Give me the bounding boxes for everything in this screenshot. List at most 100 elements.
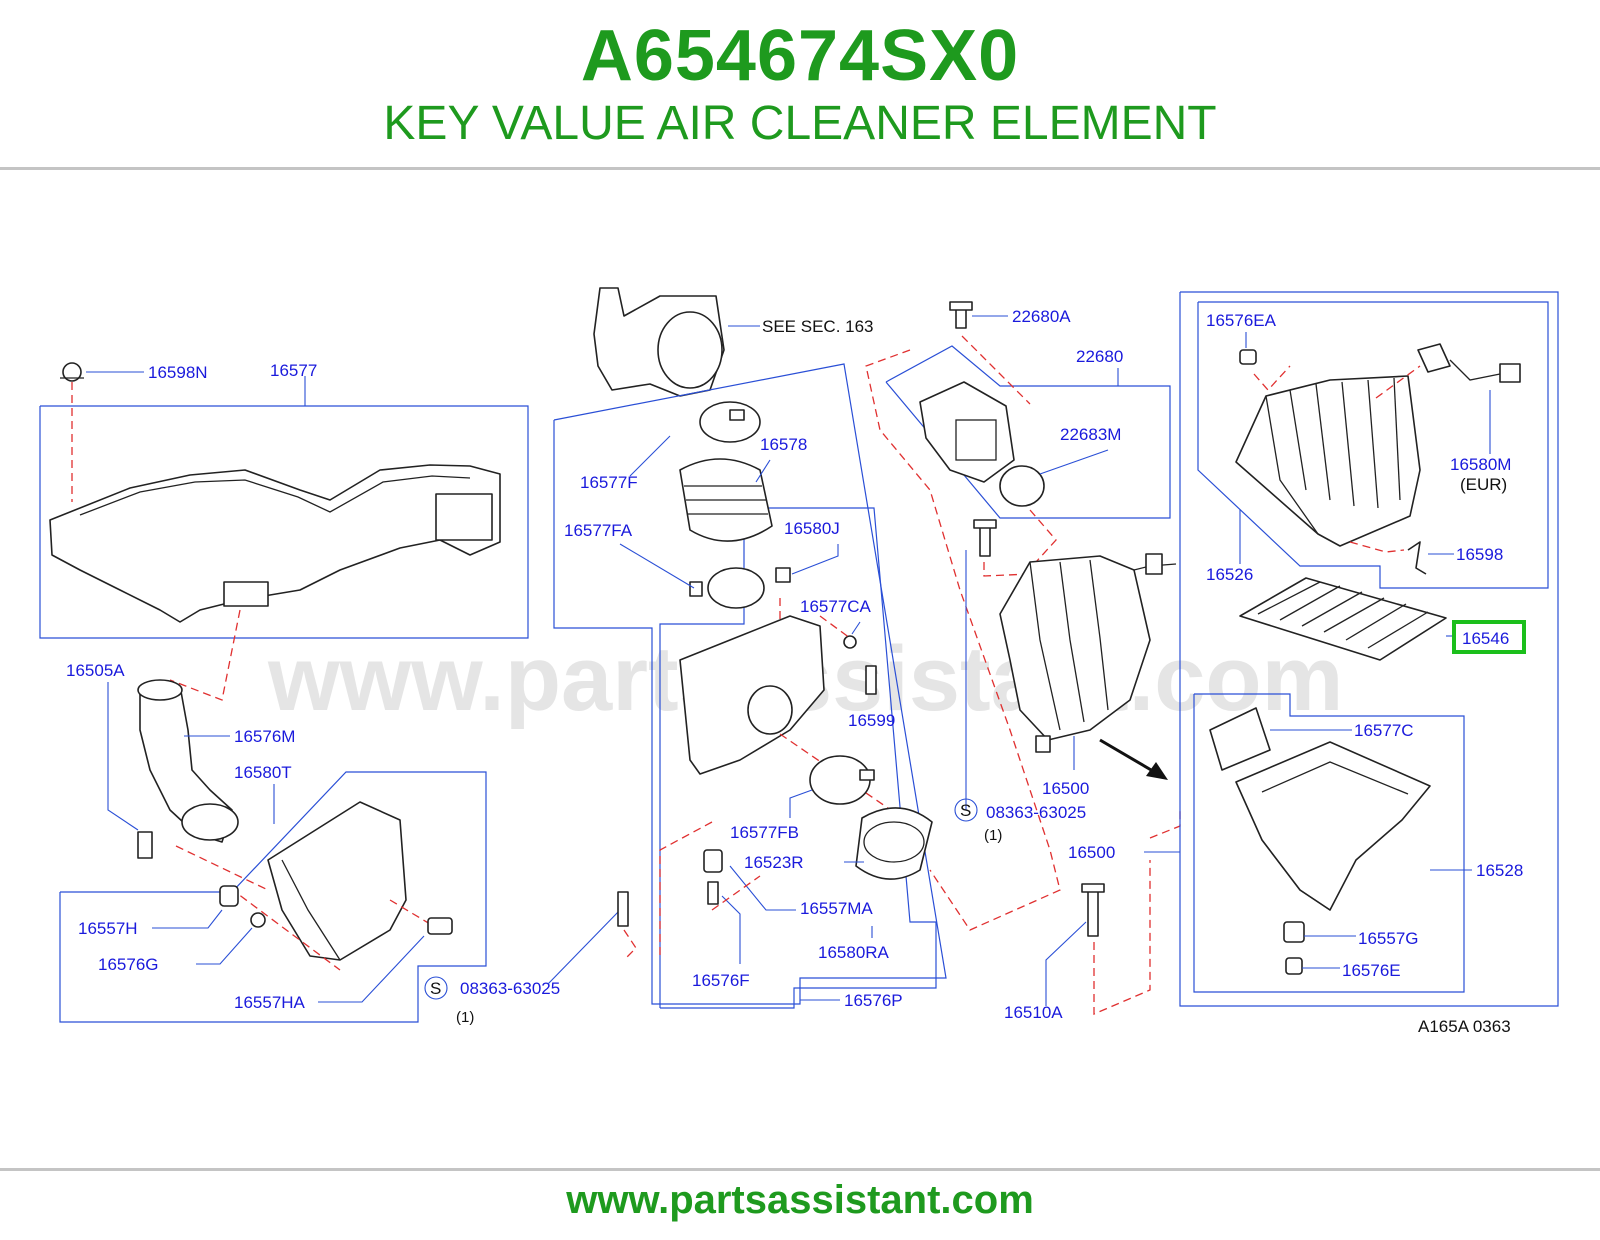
cleaner-rib-5 <box>1393 377 1401 501</box>
filter-pleat-5 <box>1345 603 1407 641</box>
part-title: KEY VALUE AIR CLEANER ELEMENT <box>383 97 1217 150</box>
cover-rib-c <box>1089 559 1109 711</box>
clamp-16577FA <box>707 567 765 609</box>
qty-mid: (1) <box>984 827 1002 844</box>
clamp-16577FA-screw <box>689 581 703 597</box>
bolt-16557H <box>137 831 153 859</box>
grommet-16523R <box>703 849 723 873</box>
sensor-wire <box>1449 359 1501 381</box>
label-16557H: 16557H <box>78 919 138 938</box>
filter-pleat-2 <box>1279 585 1341 621</box>
label-16580M: 16580M <box>1450 455 1511 474</box>
part-number: A654674SX0 <box>580 16 1020 96</box>
label-16576EA: 16576EA <box>1206 311 1277 330</box>
label-16557G: 16557G <box>1358 929 1419 948</box>
leader-16557H <box>152 909 223 929</box>
bushing-16557H <box>219 885 239 907</box>
cleaner-case-16528 <box>1235 741 1431 911</box>
bolt-22680A-head <box>949 301 973 311</box>
dash-16577CA <box>819 615 851 639</box>
leader-16578 <box>755 459 771 483</box>
leader-16580J <box>791 544 839 575</box>
s-mark-left-text: S <box>430 979 441 998</box>
label-08363-mid: 08363-63025 <box>986 803 1086 822</box>
leader-16557HA <box>318 935 425 1003</box>
dash-16505A <box>169 609 241 701</box>
label-16580RA: 16580RA <box>818 943 890 962</box>
label-16523R: 16523R <box>744 853 804 872</box>
label-16557MA: 16557MA <box>800 899 873 918</box>
cover-rib-a <box>1029 561 1061 731</box>
maf-connector <box>1145 553 1163 575</box>
label-16576E: 16576E <box>1342 961 1401 980</box>
clip-16598 <box>1407 541 1427 575</box>
frame-outer-right <box>1179 291 1559 1007</box>
bolt-16510A <box>1087 889 1099 937</box>
leader-16577CA <box>851 621 861 635</box>
label-16526: 16526 <box>1206 565 1253 584</box>
clamp-16577FB-screw <box>859 769 875 781</box>
cover-drain <box>1035 735 1051 753</box>
label-16578: 16578 <box>760 435 807 454</box>
dash-16576F <box>659 821 713 960</box>
leader-16505A <box>107 682 139 831</box>
footer-divider <box>0 1168 1600 1171</box>
label-16576G: 16576G <box>98 955 159 974</box>
direction-arrow-head <box>1146 762 1168 780</box>
dash-resonator-a <box>175 845 269 891</box>
cleaner-rib-4 <box>1367 379 1379 509</box>
dash-resonator-b <box>229 887 341 971</box>
throttle-bore <box>657 311 723 389</box>
dash-16580M <box>1375 365 1421 399</box>
s-mark-mid <box>954 798 978 822</box>
clip-16580J <box>775 567 791 583</box>
bolt-08363-mid <box>979 525 991 557</box>
resonator-edge <box>281 859 341 961</box>
dash-gasket <box>1029 509 1057 563</box>
grommet-16557G <box>1283 921 1305 943</box>
frame-16580RA <box>659 507 937 1009</box>
label-16576F: 16576F <box>692 971 750 990</box>
label-16576P: 16576P <box>844 991 903 1010</box>
case-rim <box>1261 761 1409 795</box>
case-bottom <box>1261 839 1331 911</box>
dash-bolt-mid <box>983 562 1031 577</box>
frame-16526 <box>1197 301 1549 589</box>
pin-16576E <box>1285 957 1303 975</box>
bolt-16510A-head <box>1081 883 1105 893</box>
qty-left: (1) <box>456 1009 474 1026</box>
label-16599: 16599 <box>848 711 895 730</box>
dash-maf-path <box>865 349 1061 931</box>
filter-pleat-1 <box>1257 581 1321 615</box>
filter-pleat-3 <box>1301 591 1363 627</box>
label-16577FB: 16577FB <box>730 823 799 842</box>
cover-port <box>747 685 793 735</box>
cleaner-rib-3 <box>1341 381 1355 507</box>
dash-resonator-c <box>389 899 441 931</box>
leader-16577FA <box>619 543 695 589</box>
dash-16557MA <box>711 875 761 911</box>
duct-neck <box>223 581 269 607</box>
diagram-code: A165A 0363 <box>1418 1017 1511 1036</box>
hose-end-bottom <box>181 803 239 841</box>
leader-16577F <box>629 435 671 477</box>
leader-16576F <box>721 895 741 964</box>
footer-url[interactable]: www.partsassistant.com <box>566 1178 1034 1222</box>
label-16528: 16528 <box>1476 861 1523 880</box>
label-16598: 16598 <box>1456 545 1503 564</box>
maf-sensor-22680 <box>919 381 1015 483</box>
frame-16577 <box>39 405 529 639</box>
leader-16557MA <box>729 865 796 911</box>
label-22680A: 22680A <box>1012 307 1071 326</box>
duct-outlet <box>435 493 493 541</box>
dash-16576EA <box>1253 365 1291 391</box>
clamp-16577F-screw <box>729 409 745 421</box>
air-duct-16577 <box>49 464 501 623</box>
label-16580J: 16580J <box>784 519 840 538</box>
label-08363-left: 08363-63025 <box>460 979 560 998</box>
label-16577C: 16577C <box>1354 721 1414 740</box>
leader-22683M <box>1039 449 1109 475</box>
dash-16510A <box>1093 860 1151 1015</box>
seal-16577C <box>1209 707 1271 771</box>
label-EUR: (EUR) <box>1460 475 1507 494</box>
